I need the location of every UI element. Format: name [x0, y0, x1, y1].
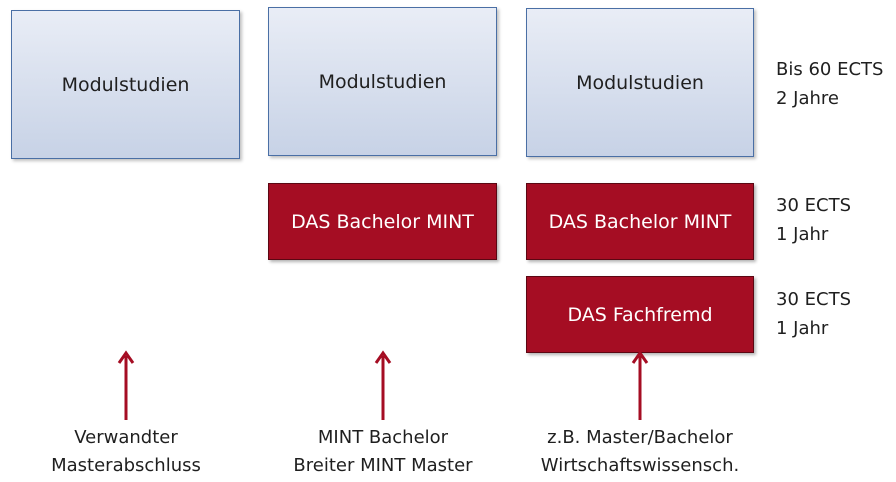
side-label-row2-duration: 1 Jahr	[776, 224, 829, 245]
origin-label-col2-line2: Breiter MINT Master	[293, 455, 473, 476]
origin-label-col3-line2: Wirtschaftswissensch.	[540, 455, 740, 476]
side-label-row1: Bis 60 ECTS 2 Jahre	[776, 55, 883, 113]
up-arrow-icon-col3	[631, 350, 649, 420]
modul-box-col1-label: Modulstudien	[61, 73, 190, 96]
das-fachfremd-box: DAS Fachfremd	[526, 276, 754, 353]
das-bachelor-mint-col2-label: DAS Bachelor MINT	[291, 210, 474, 233]
origin-label-col1: Verwandter Masterabschluss	[6, 424, 246, 480]
up-arrow-icon-col2	[374, 350, 392, 420]
side-label-row3-ects: 30 ECTS	[776, 289, 851, 310]
origin-label-col2: MINT Bachelor Breiter MINT Master	[263, 424, 503, 480]
side-label-row1-ects: Bis 60 ECTS	[776, 59, 884, 80]
origin-label-col3: z.B. Master/Bachelor Wirtschaftswissensc…	[520, 424, 760, 480]
side-label-row2: 30 ECTS 1 Jahr	[776, 191, 851, 249]
origin-label-col2-line1: MINT Bachelor	[317, 427, 449, 448]
das-bachelor-mint-box-col2: DAS Bachelor MINT	[268, 183, 497, 260]
modul-box-col3: Modulstudien	[526, 8, 754, 157]
origin-label-col1-line1: Verwandter	[74, 427, 178, 448]
side-label-row3: 30 ECTS 1 Jahr	[776, 285, 851, 343]
modul-box-col2-label: Modulstudien	[318, 70, 447, 93]
modul-box-col1: Modulstudien	[11, 10, 240, 159]
side-label-row1-duration: 2 Jahre	[776, 88, 839, 109]
das-fachfremd-label: DAS Fachfremd	[567, 303, 713, 326]
side-label-row2-ects: 30 ECTS	[776, 195, 851, 216]
modul-box-col2: Modulstudien	[268, 7, 497, 156]
up-arrow-icon-col1	[117, 350, 135, 420]
modul-box-col3-label: Modulstudien	[576, 71, 704, 94]
das-bachelor-mint-box-col3: DAS Bachelor MINT	[526, 183, 754, 260]
side-label-row3-duration: 1 Jahr	[776, 318, 829, 339]
origin-label-col1-line2: Masterabschluss	[51, 455, 201, 476]
origin-label-col3-line1: z.B. Master/Bachelor	[547, 427, 733, 448]
das-bachelor-mint-col3-label: DAS Bachelor MINT	[548, 210, 732, 233]
